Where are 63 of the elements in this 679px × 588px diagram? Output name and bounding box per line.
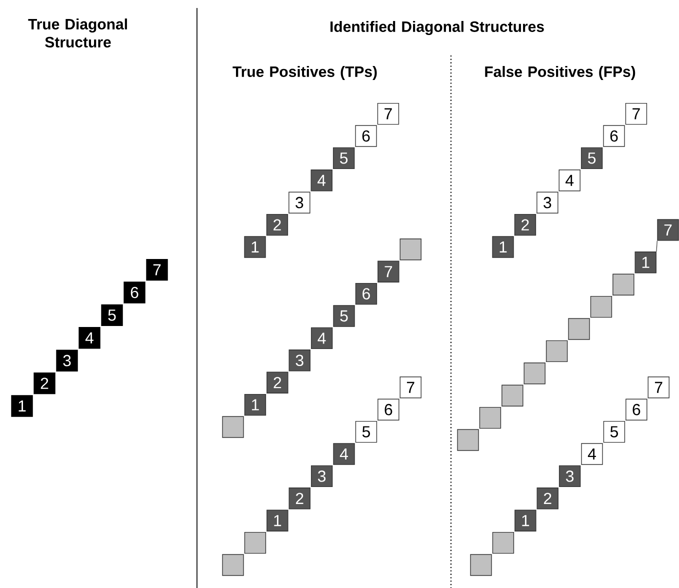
numbered-square: 1 [11,395,33,417]
empty-square [492,532,514,554]
numbered-square: 1 [492,236,514,258]
heading: False Positives (FPs) [485,66,636,80]
empty-square [470,554,492,576]
empty-square [568,318,590,340]
numbered-square: 4 [581,443,603,465]
numbered-square: 5 [580,147,603,170]
empty-square [400,238,422,260]
numbered-square: 7 [378,260,400,282]
numbered-square: 4 [310,327,333,350]
numbered-square: 5 [603,420,626,443]
numbered-square: 3 [558,465,581,488]
empty-square [502,384,524,406]
empty-square [590,296,612,318]
connector-line [656,240,658,252]
numbered-square: 2 [536,488,558,510]
numbered-square: 4 [333,443,355,465]
numbered-square: 3 [288,350,310,372]
empty-square [222,416,244,438]
empty-square [524,362,546,384]
numbered-square: 3 [288,192,310,214]
numbered-square: 3 [310,465,333,488]
numbered-square: 7 [657,219,679,241]
numbered-square: 6 [603,125,625,147]
numbered-square: 4 [558,170,580,192]
heading: True Diagonal Structure [28,18,127,48]
numbered-square: 7 [377,102,400,125]
numbered-square: 6 [355,282,378,305]
numbered-square: 3 [56,350,78,372]
heading: True Positives (TPs) [232,66,377,80]
numbered-square: 1 [514,510,536,532]
numbered-square: 7 [625,102,648,125]
numbered-square: 1 [634,252,656,274]
numbered-square: 5 [333,305,355,327]
numbered-square: 6 [378,398,400,420]
heading: Identified Diagonal Structures [330,20,544,36]
numbered-square: 2 [288,488,310,510]
numbered-square: 5 [332,147,355,170]
numbered-square: 5 [355,420,378,443]
numbered-square: 6 [124,282,146,304]
empty-square [222,554,244,576]
numbered-square: 1 [244,394,266,416]
numbered-square: 5 [101,304,123,326]
empty-square [546,340,568,362]
numbered-square: 1 [266,510,288,532]
numbered-square: 2 [266,214,288,236]
empty-square [244,532,266,554]
numbered-square: 2 [514,214,536,236]
numbered-square: 6 [626,398,648,420]
numbered-square: 1 [244,236,266,258]
numbered-square: 7 [146,258,168,281]
numbered-square: 3 [536,192,558,214]
numbered-square: 2 [266,372,288,394]
empty-square [457,429,479,451]
numbered-square: 4 [310,170,332,192]
empty-square [479,406,502,429]
numbered-square: 7 [400,376,422,398]
numbered-square: 6 [355,125,377,147]
numbered-square: 4 [78,327,100,349]
numbered-square: 2 [34,372,56,394]
empty-square [612,274,634,296]
numbered-square: 7 [648,376,670,398]
